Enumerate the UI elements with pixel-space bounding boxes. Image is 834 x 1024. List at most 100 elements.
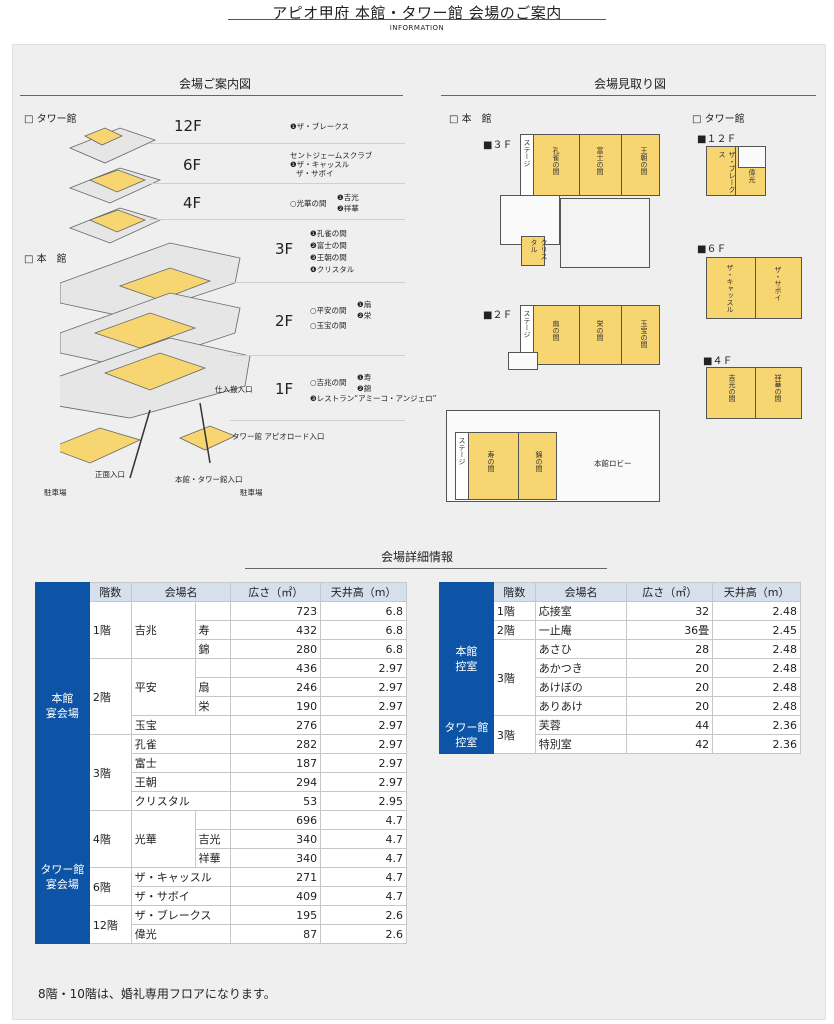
waiting-floor: 3階 (492, 639, 536, 716)
guide-floor-3f-item-3: ❸王朝の間 (310, 253, 347, 262)
plan-main-2f-stage: ステージ (521, 306, 534, 364)
floor-plan-title-line (441, 95, 816, 96)
plan-main-label: □ 本 館 (449, 114, 492, 125)
guide-map-title: 会場ご案内図 (178, 77, 251, 91)
guide-map-title-line (20, 95, 403, 96)
banquet-floor: 2階 (88, 658, 132, 735)
guide-floor-2f-item-4: ○玉宝の間 (310, 321, 347, 330)
banquet-venue-name: 王朝 (130, 772, 232, 792)
banquet-area: 271 (230, 867, 322, 887)
guide-sep-6f (150, 183, 405, 184)
banquet-floor: 12階 (88, 905, 132, 944)
plan-room-savoy: ザ・サボイ (774, 266, 782, 301)
banquet-venue-name: ザ・キャッスル (130, 867, 232, 887)
guide-floor-6f-item-1: セントジェームスクラブ (290, 151, 373, 160)
guide-floor-1f-item-1: ○吉兆の間 (310, 378, 347, 387)
plan-tower-4f-label: ■４Ｆ (703, 356, 733, 367)
waiting-area: 20 (626, 677, 714, 697)
plan-room-castle: ザ・キャッスル (726, 264, 734, 313)
waiting-room-name: あけぼの (534, 677, 628, 697)
guide-tower-entrance-label: タワー館 アピオロード入口 (232, 432, 325, 441)
waiting-floor: 3階 (492, 715, 536, 754)
plan-main-3f-rooms: ステージ 孔雀の間 富士の間 王朝の間 (520, 134, 660, 196)
plan-main-2f-rooms: ステージ 扇の間 栄の間 玉宝の間 (520, 305, 660, 365)
plan-room-iko: 偉光 (748, 169, 756, 183)
guide-floor-3f-item-4: ❹クリスタル (310, 265, 355, 274)
plan-main-2f-toilets (508, 352, 538, 370)
plan-room-gyokuho: 玉宝の間 (640, 320, 648, 348)
guide-sep-3f (230, 282, 405, 283)
guide-floor-12f-item-1: ❶ザ・ブレークス (290, 122, 349, 131)
waiting-area: 42 (626, 734, 714, 754)
waiting-height: 2.48 (712, 658, 801, 678)
plan-main-3f-backarea (560, 198, 650, 268)
banquet-area: 723 (230, 601, 322, 621)
banquet-height: 6.8 (320, 601, 407, 621)
plan-room-kikko: 吉光の間 (728, 374, 736, 402)
banquet-area: 87 (230, 924, 322, 944)
guide-floor-3f: 3F (275, 240, 294, 258)
banquet-area: 282 (230, 734, 322, 754)
banquet-area: 246 (230, 677, 322, 697)
plan-main-3f-label: ■３Ｆ (483, 140, 513, 151)
banquet-venue-name: 光華 (130, 810, 196, 868)
plan-tower-6f-label: ■６Ｆ (697, 244, 727, 255)
waiting-height: 2.36 (712, 734, 801, 754)
guide-floor-4f: 4F (183, 194, 202, 212)
banquet-category: タワー館 宴会場 (35, 810, 90, 944)
plan-main-2f-label: ■２Ｆ (483, 310, 513, 321)
banquet-area: 195 (230, 905, 322, 925)
title-underline (228, 19, 606, 20)
banquet-area: 190 (230, 696, 322, 716)
banquet-area: 280 (230, 639, 322, 659)
guide-floor-2f: 2F (275, 312, 294, 330)
banquet-subroom-name: 錦 (194, 639, 232, 659)
waiting-header-name: 会場名 (534, 582, 628, 602)
banquet-venue-name: 偉光 (130, 924, 232, 944)
waiting-header-area: 広さ（㎡） (626, 582, 714, 602)
floor-plan-title: 会場見取り図 (593, 77, 666, 91)
banquet-venue-name: 富士 (130, 753, 232, 773)
waiting-header-floor: 階数 (492, 582, 536, 602)
banquet-height: 2.97 (320, 772, 407, 792)
waiting-area: 44 (626, 715, 714, 735)
waiting-room-name: 応接室 (534, 601, 628, 621)
guide-parking-left: 駐車場 (44, 488, 67, 497)
waiting-area: 28 (626, 639, 714, 659)
banquet-area: 53 (230, 791, 322, 811)
plan-tower-label: □ タワー館 (692, 114, 745, 125)
guide-floor-3f-item-1: ❶孔雀の間 (310, 229, 347, 238)
banquet-height: 2.97 (320, 696, 407, 716)
banquet-height: 2.6 (320, 905, 407, 925)
banquet-area: 294 (230, 772, 322, 792)
waiting-height: 2.45 (712, 620, 801, 640)
page-title: アピオ甲府 本館・タワー館 会場のご案内 (272, 4, 562, 22)
guide-floor-6f-item-3: ザ・サボイ (296, 169, 334, 178)
banquet-height: 6.8 (320, 620, 407, 640)
waiting-height: 2.48 (712, 601, 801, 621)
waiting-table-header: 階数 会場名 広さ（㎡） 天井高（m） (439, 582, 801, 602)
plan-room-sakae: 栄の間 (596, 320, 604, 341)
banquet-header-height: 天井高（m） (320, 582, 407, 602)
banquet-subroom-empty (194, 810, 232, 830)
guide-sep-2f (230, 355, 405, 356)
banquet-height: 2.97 (320, 753, 407, 773)
banquet-subroom-empty (194, 658, 232, 678)
banquet-height: 2.97 (320, 677, 407, 697)
guide-main-label: □ 本 館 (24, 254, 67, 265)
guide-sep-12f (150, 143, 405, 144)
banquet-height: 4.7 (320, 829, 407, 849)
banquet-floor: 3階 (88, 734, 132, 811)
